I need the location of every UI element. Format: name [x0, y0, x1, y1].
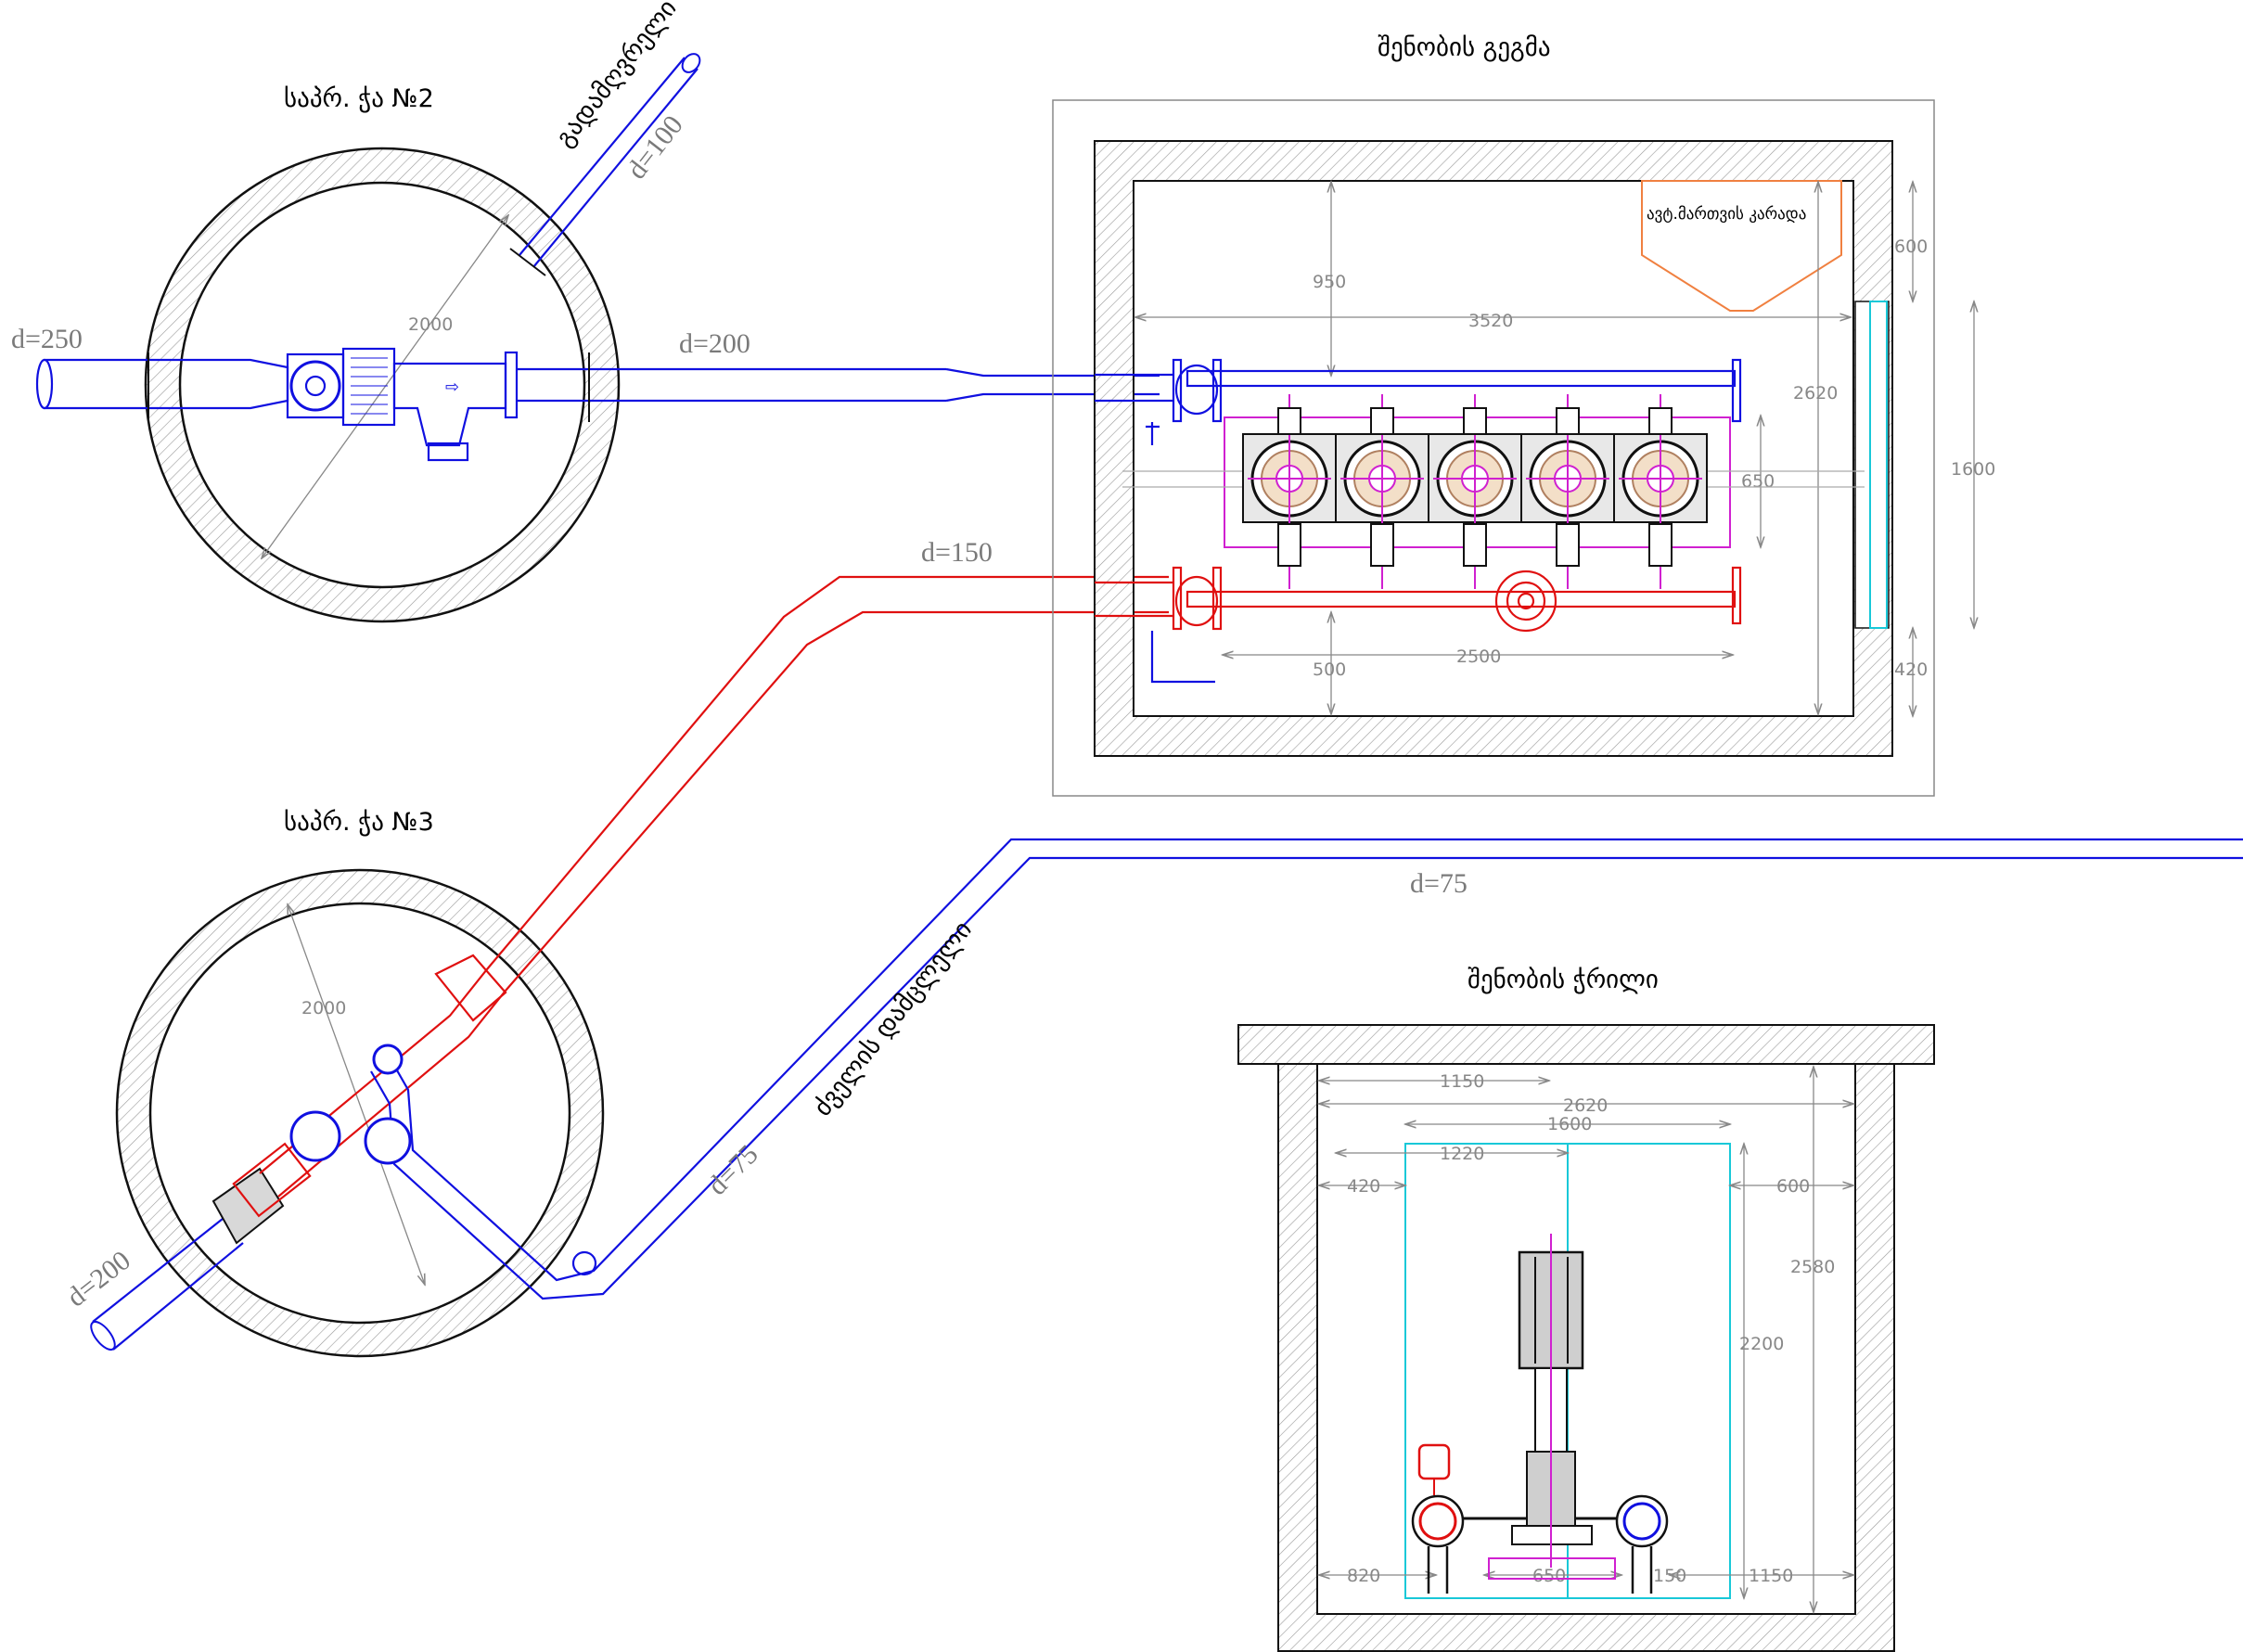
pipe-d250-label: d=250	[11, 324, 83, 354]
section-dim-650: 650	[1532, 1566, 1566, 1586]
plan-dim-950: 950	[1313, 272, 1346, 292]
pipe-d200-label: d=200	[679, 328, 750, 359]
plan-dim-650: 650	[1741, 471, 1775, 492]
section-dim-600: 600	[1776, 1176, 1810, 1197]
plan-dim-2500: 2500	[1456, 647, 1501, 667]
section-dim-1150-bottom: 1150	[1749, 1566, 1793, 1586]
plan-dim-420: 420	[1894, 660, 1928, 680]
pipe-d200-bottom-label: d=200	[61, 1245, 136, 1313]
plan-title: შენობის გეგმა	[1378, 33, 1551, 62]
section-dim-1600: 1600	[1547, 1114, 1592, 1134]
section-dim-820: 820	[1347, 1566, 1380, 1586]
section-title: შენობის ჭრილი	[1468, 966, 1659, 994]
plan-dim-1600: 1600	[1951, 459, 1995, 480]
drain-label: ძველის დამცლელი	[808, 916, 978, 1121]
pump-1	[1242, 394, 1337, 589]
section-dim-1220: 1220	[1440, 1144, 1484, 1164]
pump-3	[1428, 394, 1522, 589]
cabinet-label: ავტ.მართვის კარადა	[1647, 205, 1806, 224]
section-dim-420: 420	[1347, 1176, 1380, 1197]
section-dim-150: 150	[1653, 1566, 1686, 1586]
section-dim-1150-top: 1150	[1440, 1071, 1484, 1092]
chamber-2-title: საპრ. ჭა №2	[284, 84, 434, 113]
plan-dim-600: 600	[1894, 237, 1928, 257]
plan-dim-2620: 2620	[1793, 383, 1838, 403]
plan-dim-500: 500	[1313, 660, 1346, 680]
chamber-3-diameter: 2000	[301, 998, 346, 1018]
chamber-3-title: საპრ. ჭა №3	[284, 808, 434, 837]
section-dim-2620: 2620	[1563, 1095, 1608, 1116]
plan-dim-3520: 3520	[1468, 311, 1513, 331]
pump-2	[1335, 394, 1429, 589]
building-plan: შენობის გეგმა ავტ.მართვის კარადა 950 352…	[1052, 33, 1995, 797]
section-dim-2580: 2580	[1790, 1257, 1835, 1277]
pipe-d75-top-label: d=75	[1410, 868, 1468, 899]
pipe-d150-label: d=150	[921, 537, 993, 568]
pump-4	[1520, 394, 1615, 589]
chamber-2: საპრ. ჭა №2 2000 ⇨	[11, 0, 1160, 623]
building-section: შენობის ჭრილი 1150 2620 1600 1220 420 60…	[1237, 966, 1935, 1652]
svg-text:⇨: ⇨	[445, 378, 459, 397]
chamber-2-diameter: 2000	[408, 314, 453, 335]
pump-5	[1613, 394, 1708, 589]
section-dim-2200: 2200	[1739, 1334, 1784, 1354]
